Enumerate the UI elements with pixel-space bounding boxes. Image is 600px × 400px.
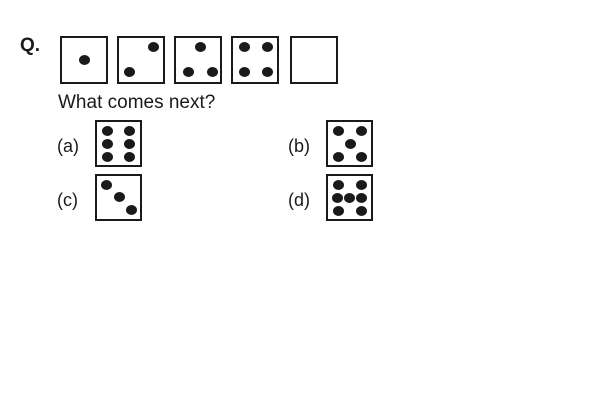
- option-a-box[interactable]: [95, 120, 142, 167]
- dot: [356, 193, 367, 203]
- dot: [148, 42, 159, 52]
- dot: [102, 126, 113, 136]
- dot: [114, 192, 125, 202]
- dot: [262, 42, 273, 52]
- dot: [124, 139, 135, 149]
- dot: [333, 206, 344, 216]
- dot: [195, 42, 206, 52]
- option-d-box[interactable]: [326, 174, 373, 221]
- dot: [344, 193, 355, 203]
- dot: [262, 67, 273, 77]
- dot: [333, 180, 344, 190]
- option-d-label: (d): [288, 190, 310, 210]
- dot: [356, 206, 367, 216]
- question-label: Q.: [20, 35, 41, 56]
- dot: [101, 180, 112, 190]
- dot: [124, 126, 135, 136]
- dot: [356, 180, 367, 190]
- dot: [126, 205, 137, 215]
- option-c-label: (c): [57, 190, 78, 210]
- sequence-box-1: [60, 36, 108, 84]
- dot: [124, 67, 135, 77]
- dot: [356, 152, 367, 162]
- question-prompt: What comes next?: [58, 92, 216, 113]
- sequence-box-4: [231, 36, 279, 84]
- dot: [333, 126, 344, 136]
- sequence-box-5-empty: [290, 36, 338, 84]
- sequence-box-3: [174, 36, 222, 84]
- option-c-box[interactable]: [95, 174, 142, 221]
- sequence-box-2: [117, 36, 165, 84]
- dot: [124, 152, 135, 162]
- option-b-box[interactable]: [326, 120, 373, 167]
- dot: [332, 193, 343, 203]
- dot: [102, 152, 113, 162]
- option-a-label: (a): [57, 136, 79, 156]
- dot: [356, 126, 367, 136]
- dot: [207, 67, 218, 77]
- dot: [102, 139, 113, 149]
- dot: [239, 67, 250, 77]
- option-b-label: (b): [288, 136, 310, 156]
- dot: [79, 55, 90, 65]
- dot: [183, 67, 194, 77]
- dot: [345, 139, 356, 149]
- dot: [333, 152, 344, 162]
- dot: [239, 42, 250, 52]
